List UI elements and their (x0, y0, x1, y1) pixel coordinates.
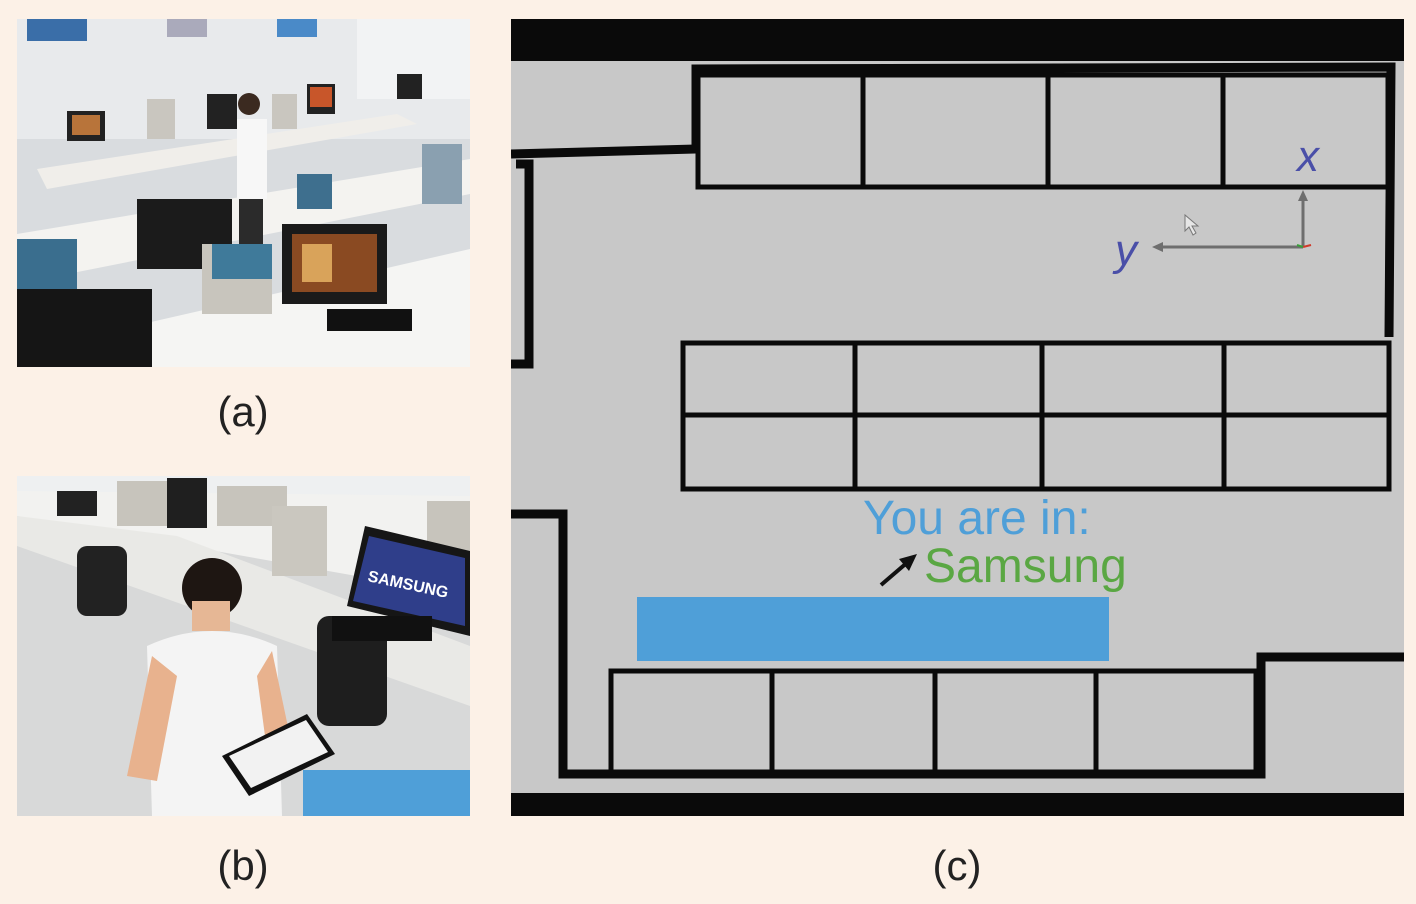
axis-x-label: x (1295, 132, 1321, 181)
redaction-box-b (303, 770, 470, 816)
caption-a: (a) (217, 388, 269, 435)
caption-c: (c) (932, 842, 982, 889)
redaction-box-c (637, 597, 1109, 661)
photo-b-person-tablet: SAMSUNG (17, 476, 470, 816)
cursor-icon (1184, 213, 1200, 236)
axis-y-label: y (1112, 226, 1140, 275)
map-top-cabinets (695, 72, 1391, 190)
map-bottom-bar (511, 793, 1404, 816)
location-name-label: Samsung (924, 540, 1127, 593)
map-top-bar (511, 19, 1404, 61)
you-are-in-label: You are in: (863, 492, 1091, 545)
photo-a-illustration (17, 19, 470, 367)
map-bottom-cabinets (608, 668, 1259, 776)
photo-a-lab (17, 19, 470, 367)
arrow-icon (879, 554, 917, 587)
map-middle-desks (680, 340, 1392, 492)
axis-indicator (1152, 190, 1312, 252)
caption-b: (b) (217, 842, 269, 889)
occupancy-map: x y You are in: Samsung (511, 19, 1404, 816)
photo-b-illustration: SAMSUNG (17, 476, 470, 816)
